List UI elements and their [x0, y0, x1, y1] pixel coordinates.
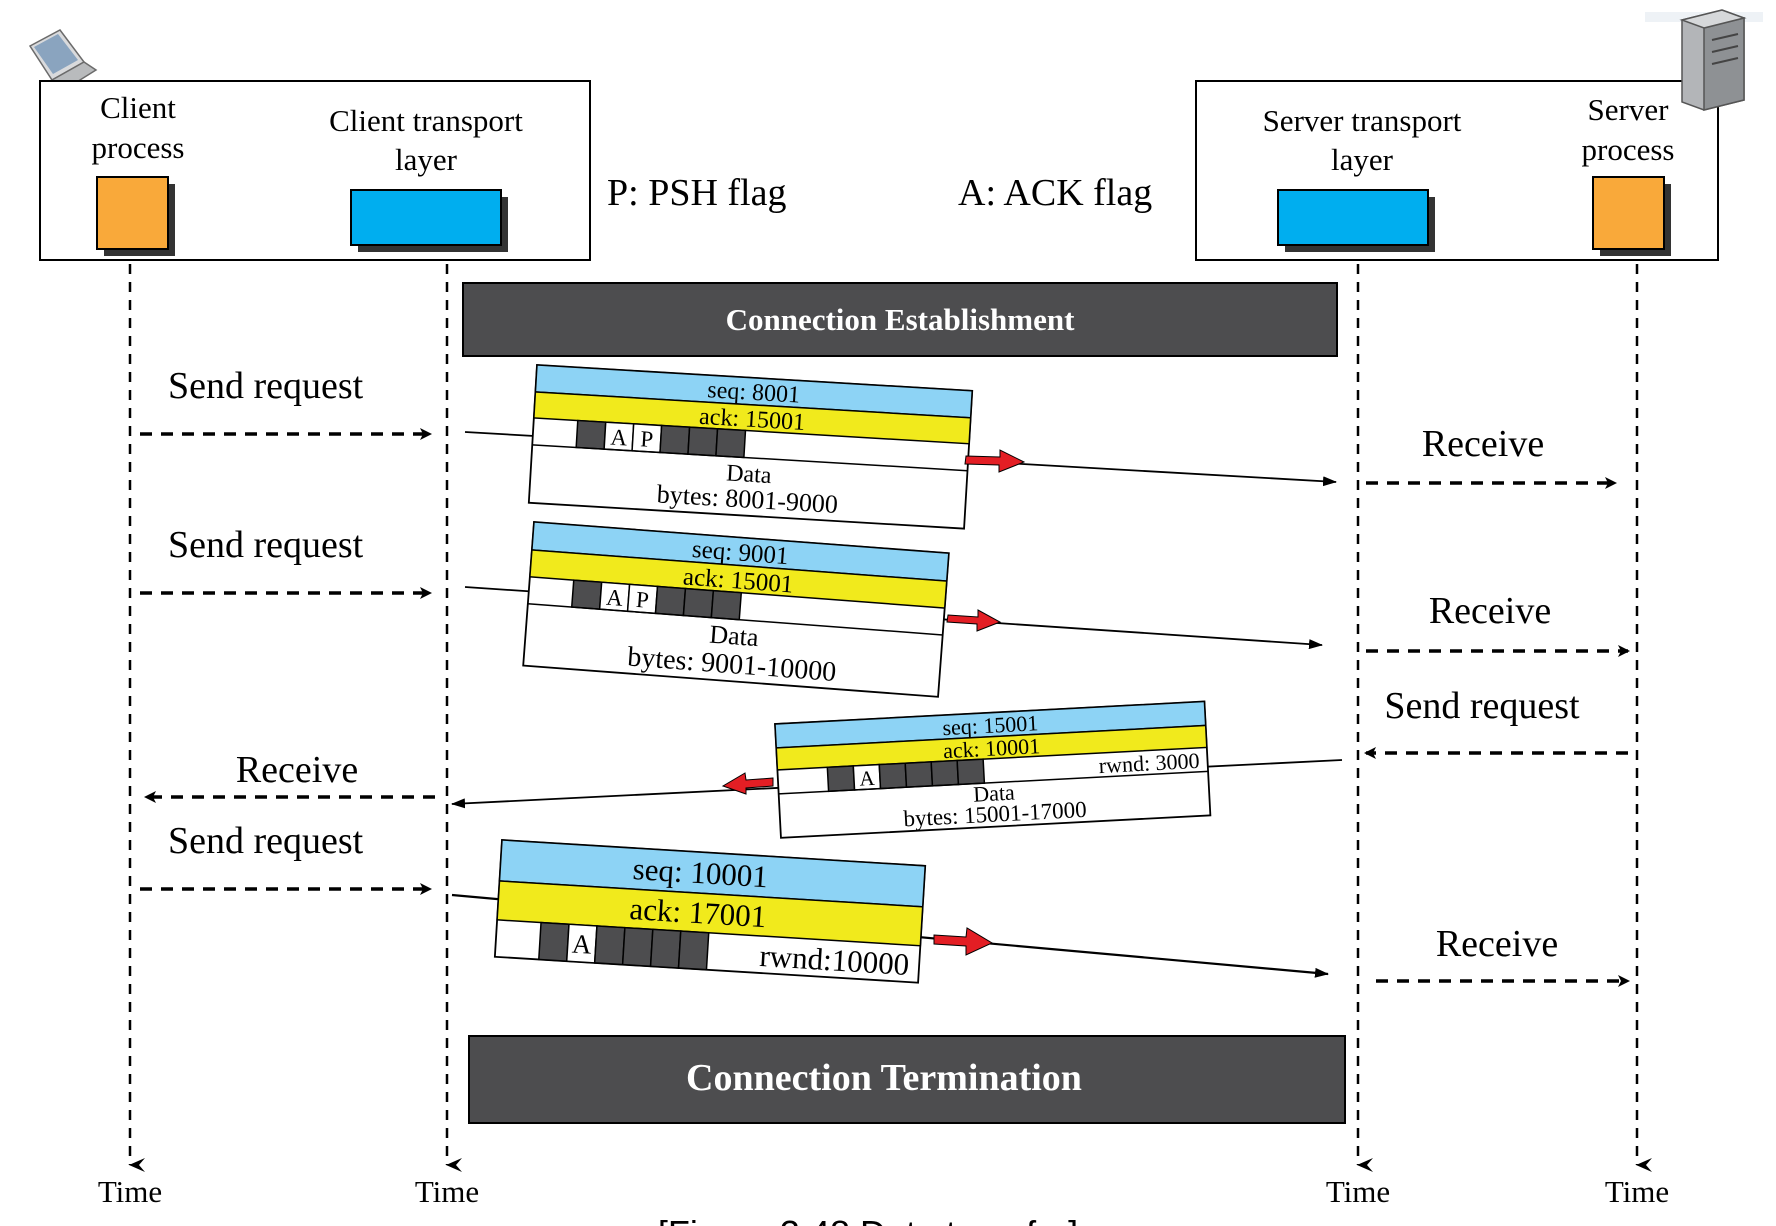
- client-transport-label-2: layer: [395, 142, 458, 177]
- segment-4: seq: 10001 ack: 17001 A rwnd:10000: [493, 839, 927, 984]
- segment-3-ack: ack: 10001: [942, 733, 1040, 763]
- client-process-box: [96, 176, 169, 250]
- segment-2-flag-cell-6: [710, 589, 743, 621]
- server-process-label-1: Server: [1588, 92, 1670, 127]
- segment-1-ack-band: [533, 391, 972, 445]
- segment-2: seq: 9001 ack: 15001 A P Data bytes: 900…: [522, 521, 950, 698]
- server-process-box: [1592, 176, 1665, 250]
- legend-ack-flag: A: ACK flag: [958, 172, 1152, 214]
- segment-4-flag-cell-1: [537, 921, 570, 962]
- segment-3-rwnd: rwnd: 3000: [1098, 748, 1200, 778]
- server-process-label-2: process: [1582, 132, 1675, 167]
- event2-red-arrow: [946, 609, 1002, 632]
- figure-caption: [Figure 3.48 Data transfer]: [658, 1213, 1078, 1226]
- client-transport-box: [350, 189, 502, 246]
- server-transport-label-1: Server transport: [1263, 103, 1462, 138]
- segment-2-flag-cell-4: [654, 585, 687, 617]
- connection-establishment-bar: [462, 282, 1338, 357]
- segment-3-flag-a: A: [859, 766, 876, 791]
- segment-4-flag-cell-3: [593, 925, 626, 966]
- event3-receive-label: Receive: [236, 749, 358, 791]
- event1-receive-label: Receive: [1422, 423, 1544, 465]
- segment-1-flag-cell-5: [687, 426, 719, 457]
- client-process-label-2: process: [92, 130, 185, 165]
- time-label-server-transport: Time: [1326, 1174, 1390, 1209]
- segment-1-flag-cell-4: [659, 424, 691, 455]
- segment-4-flag-cell-5: [649, 928, 682, 969]
- segment-3-flag-cell-4: [904, 761, 934, 788]
- segment-1-flag-p: P: [640, 426, 654, 452]
- event2-send-request-label: Send request: [168, 524, 364, 566]
- event1-red-arrow: [964, 449, 1026, 473]
- event4-send-request-label: Send request: [168, 820, 364, 862]
- segment-4-ack: ack: 17001: [629, 891, 768, 934]
- segment-2-data: Data: [708, 620, 760, 653]
- time-label-client-transport: Time: [415, 1174, 479, 1209]
- segment-4-flag-a: A: [571, 928, 593, 959]
- event4-receive-label: Receive: [1436, 923, 1558, 965]
- server-transport-label-2: layer: [1331, 142, 1394, 177]
- legend-psh-flag: P: PSH flag: [607, 172, 786, 214]
- segment-2-flag-cell-5: [682, 587, 715, 619]
- segment-4-flag-cell-6: [677, 930, 710, 971]
- time-label-server-process: Time: [1605, 1174, 1669, 1209]
- server-tower-icon: [1645, 9, 1763, 111]
- client-transport-label-1: Client transport: [329, 103, 523, 138]
- segment-2-flag-p: P: [635, 587, 650, 613]
- segment-1: seq: 8001 ack: 15001 A P Data bytes: 800…: [527, 364, 974, 530]
- segment-1-data: Data: [725, 460, 772, 489]
- segment-3-flag-cell-1: [826, 765, 856, 793]
- client-process-label-1: Client: [100, 90, 176, 125]
- segment-1-flag-cell-1: [575, 419, 607, 450]
- segment-1-flag-a: A: [610, 425, 628, 451]
- segment-3-flag-cell-3: [878, 762, 908, 790]
- event2-receive-label: Receive: [1429, 590, 1551, 632]
- segment-1-flag-cell-6: [715, 428, 747, 459]
- event1-send-request-label: Send request: [168, 365, 364, 407]
- event4-red-arrow: [933, 927, 994, 956]
- segment-2-flag-a: A: [605, 585, 624, 611]
- event3-send-request-label: Send request: [1384, 685, 1580, 727]
- segment-4-flag-cell-4: [621, 926, 654, 968]
- segment-3-ack-band: [775, 724, 1208, 771]
- segment-4-seq: seq: 10001: [632, 851, 769, 894]
- segment-3-flag-cell-5: [930, 759, 960, 787]
- event3-red-arrow: [721, 772, 774, 795]
- server-transport-box: [1277, 189, 1429, 246]
- time-label-client-process: Time: [98, 1174, 162, 1209]
- segment-3-data: Data: [973, 780, 1016, 807]
- segment-3: seq: 15001 ack: 10001 A rwnd: 3000 Data …: [774, 700, 1212, 839]
- connection-establishment-label: Connection Establishment: [726, 302, 1075, 337]
- connection-termination-bar: [468, 1035, 1346, 1124]
- segment-2-flag-cell-1: [570, 579, 603, 610]
- connection-termination-label: Connection Termination: [686, 1057, 1082, 1099]
